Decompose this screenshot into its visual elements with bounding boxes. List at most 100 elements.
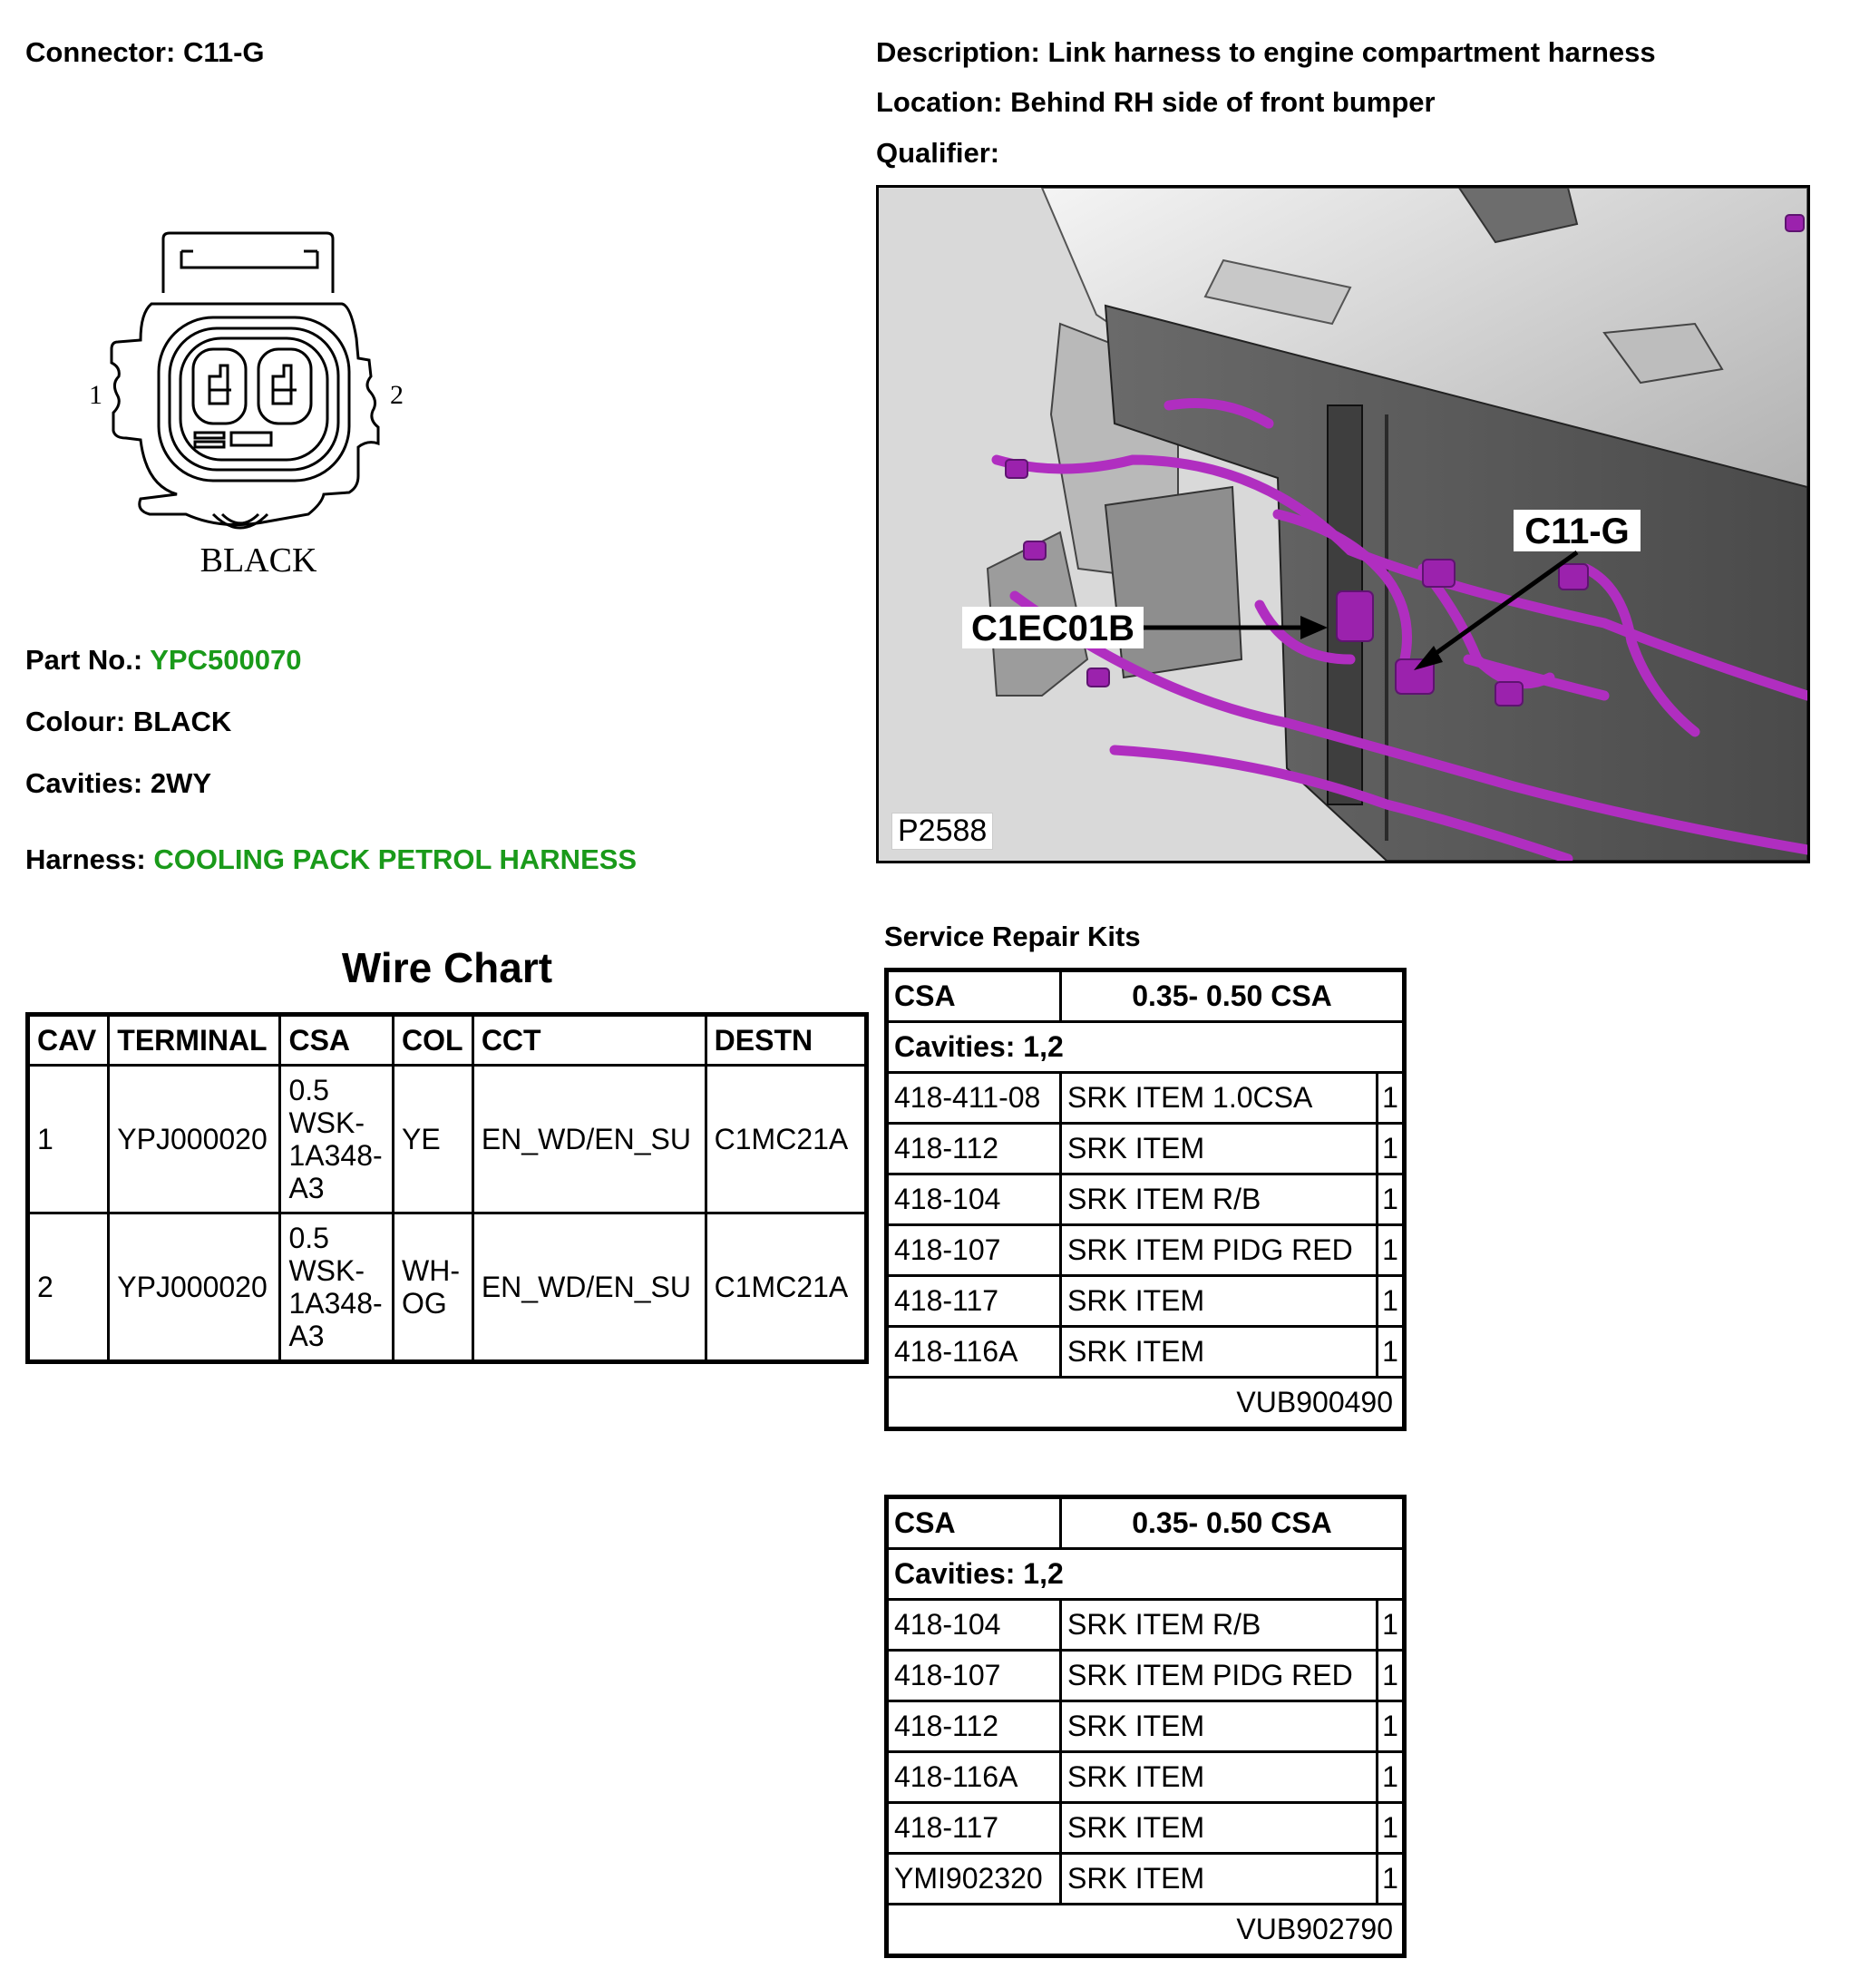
kit-item-part[interactable]: 418-117 — [885, 1274, 1062, 1328]
kit-item-qty: 1 — [1376, 1750, 1406, 1804]
wire-chart-table: CAV TERMINAL CSA COL CCT DESTN 1 YPJ0000… — [25, 1012, 869, 1364]
kit-item-qty: 1 — [1376, 1801, 1406, 1855]
kit-csa-label: CSA — [885, 969, 1062, 1023]
wire-chart-header-row: CAV TERMINAL CSA COL CCT DESTN — [25, 1013, 869, 1067]
kit-reference[interactable]: VUB902790 — [885, 1903, 1406, 1957]
cell-terminal[interactable]: YPJ000020 — [107, 1064, 282, 1214]
cell-cct: EN_WD/EN_SU — [471, 1064, 707, 1214]
connector-label: Connector: — [25, 36, 176, 68]
location-heading: Location: Behind RH side of front bumper — [876, 86, 1436, 119]
cell-cav: 1 — [25, 1064, 111, 1214]
col-line: WH- — [402, 1254, 460, 1287]
kit-ref-row: VUB900490 — [885, 1376, 1406, 1430]
harness-link[interactable]: COOLING PACK PETROL HARNESS — [153, 843, 638, 875]
kit-item-part[interactable]: 418-411-08 — [885, 1071, 1062, 1125]
pin-1-label: 1 — [89, 380, 102, 410]
kit-item-qty: 1 — [1376, 1700, 1406, 1753]
wire-chart-title: Wire Chart — [341, 944, 553, 991]
connector-colour-caption: BLACK — [200, 541, 317, 580]
kit-csa-label: CSA — [885, 1496, 1062, 1550]
part-number-row: Part No.: YPC500070 — [25, 644, 301, 677]
kit-item-qty: 1 — [1376, 1852, 1406, 1905]
kit-item-part[interactable]: 418-116A — [885, 1750, 1062, 1804]
kit-item-qty: 1 — [1376, 1325, 1406, 1379]
table-row: 1 YPJ000020 0.5 WSK- 1A348- A3 YE EN_WD/… — [25, 1064, 869, 1214]
col-header-terminal: TERMINAL — [107, 1013, 282, 1067]
csa-line: 1A348- — [288, 1287, 383, 1320]
colour-label: Colour: — [25, 706, 126, 737]
col-header-csa: CSA — [278, 1013, 395, 1067]
kit-reference[interactable]: VUB900490 — [885, 1376, 1406, 1430]
kit-item-part[interactable]: 418-104 — [885, 1598, 1062, 1652]
kit-item-qty: 1 — [1376, 1223, 1406, 1277]
service-kit-table: CSA 0.35- 0.50 CSA Cavities: 1,2 418-411… — [884, 968, 1407, 1431]
kit-item-desc: SRK ITEM — [1059, 1700, 1378, 1753]
kit-item-part[interactable]: YMI902320 — [885, 1852, 1062, 1905]
kit-item-desc: SRK ITEM — [1059, 1325, 1378, 1379]
table-row: 2 YPJ000020 0.5 WSK- 1A348- A3 WH- OG EN… — [25, 1212, 869, 1363]
cell-col: WH- OG — [392, 1212, 474, 1363]
kit-item-desc: SRK ITEM — [1059, 1750, 1378, 1804]
kit-cavities-row: Cavities: 1,2 — [885, 1547, 1406, 1601]
col-line: YE — [402, 1123, 441, 1155]
description-value: Link harness to engine compartment harne… — [1047, 36, 1656, 68]
kit-csa-value: 0.35- 0.50 CSA — [1059, 969, 1406, 1023]
cell-terminal[interactable]: YPJ000020 — [107, 1212, 282, 1363]
pin-2-label: 2 — [390, 380, 404, 410]
kit-item-qty: 1 — [1376, 1649, 1406, 1702]
kit-item-part[interactable]: 418-104 — [885, 1173, 1062, 1226]
cell-destn[interactable]: C1MC21A — [704, 1064, 869, 1214]
service-kit-table: CSA 0.35- 0.50 CSA Cavities: 1,2 418-104… — [884, 1495, 1407, 1958]
col-header-col: COL — [392, 1013, 474, 1067]
kit-item-part[interactable]: 418-116A — [885, 1325, 1062, 1379]
kit-item-part[interactable]: 418-112 — [885, 1122, 1062, 1175]
kit-item-desc: SRK ITEM — [1059, 1801, 1378, 1855]
connector-location-photo: C11-G C1EC01B P2588 — [876, 185, 1810, 863]
kit-item-desc: SRK ITEM — [1059, 1852, 1378, 1905]
kit-item-desc: SRK ITEM PIDG RED — [1059, 1649, 1378, 1702]
kit-cavities: Cavities: 1,2 — [885, 1020, 1406, 1074]
kit-csa-value: 0.35- 0.50 CSA — [1059, 1496, 1406, 1550]
location-label: Location: — [876, 86, 1003, 118]
col-header-cav: CAV — [25, 1013, 111, 1067]
colour-value: BLACK — [132, 706, 232, 737]
part-number-label: Part No.: — [25, 644, 143, 676]
kit-item-desc: SRK ITEM R/B — [1059, 1173, 1378, 1226]
kit-item-desc: SRK ITEM PIDG RED — [1059, 1223, 1378, 1277]
cavities-value: 2WY — [150, 767, 212, 799]
kit-item-desc: SRK ITEM — [1059, 1274, 1378, 1328]
kit-csa-row: CSA 0.35- 0.50 CSA — [885, 1496, 1406, 1550]
cavities-label: Cavities: — [25, 767, 143, 799]
cell-csa: 0.5 WSK- 1A348- A3 — [278, 1212, 395, 1363]
kit-item-part[interactable]: 418-107 — [885, 1223, 1062, 1277]
service-repair-kits-title: Service Repair Kits — [884, 921, 1141, 952]
csa-line: 1A348- — [288, 1139, 383, 1172]
harness-row: Harness: COOLING PACK PETROL HARNESS — [25, 843, 637, 876]
cell-cav: 2 — [25, 1212, 111, 1363]
kit-ref-row: VUB902790 — [885, 1903, 1406, 1957]
description-label: Description: — [876, 36, 1040, 68]
csa-line: 0.5 — [288, 1074, 329, 1106]
callout-c11g-label: C11-G — [1524, 512, 1630, 551]
csa-line: WSK- — [288, 1254, 365, 1287]
kit-item-part[interactable]: 418-107 — [885, 1649, 1062, 1702]
kit-cavities-row: Cavities: 1,2 — [885, 1020, 1406, 1074]
cell-col: YE — [392, 1064, 474, 1214]
callout-c1ec01b-label: C1EC01B — [971, 609, 1134, 648]
cell-destn[interactable]: C1MC21A — [704, 1212, 869, 1363]
kit-item-qty: 1 — [1376, 1071, 1406, 1125]
part-number-link[interactable]: YPC500070 — [150, 644, 302, 676]
location-illustration: C11-G C1EC01B — [879, 188, 1807, 861]
kit-item-part[interactable]: 418-117 — [885, 1801, 1062, 1855]
kit-item-qty: 1 — [1376, 1274, 1406, 1328]
kit-item-part[interactable]: 418-112 — [885, 1700, 1062, 1753]
